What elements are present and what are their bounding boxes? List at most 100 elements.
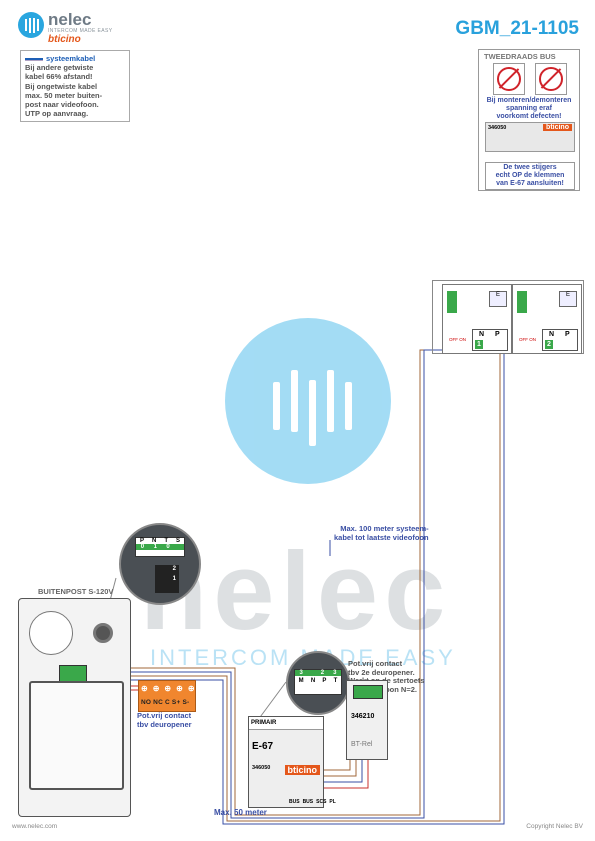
dip-header: N: [310, 678, 316, 684]
terminal-block: [353, 685, 383, 699]
p-label: P: [565, 331, 570, 338]
door-opener-contact-label: Pot.vrij contact tbv deuropener: [137, 711, 192, 729]
cable-note-heading: systeemkabel: [46, 54, 96, 63]
videophone-1: E OFF ON N P 1: [442, 284, 512, 354]
dip-value: 3: [299, 670, 303, 676]
n-value: 2: [545, 340, 553, 349]
distance-door-station: Max. 50 meter: [214, 808, 267, 817]
cable-note-line: Bij ongetwiste kabel: [25, 81, 98, 91]
e67-id: 346050: [252, 765, 271, 771]
nelec-logo-icon: [18, 12, 44, 38]
no-plug-warning-icon: [493, 63, 525, 95]
dip-header: N: [151, 538, 157, 544]
dip-header: S: [175, 538, 180, 544]
cable-note-line: max. 50 meter buiten-: [25, 90, 103, 100]
document-code: GBM_21-1105: [455, 18, 579, 39]
footer-website: www.nelec.com: [12, 823, 58, 830]
terminal-block: [517, 291, 527, 313]
distance-last-videophone: Max. 100 meter systeem- kabel tot laatst…: [334, 524, 429, 542]
camera-icon: [93, 623, 113, 643]
footer-copyright: Copyright Nelec BV: [526, 823, 583, 830]
speaker-icon: [29, 611, 73, 655]
contact-line: Pot.vrij contact: [348, 659, 403, 668]
module-brand: bticino: [543, 124, 572, 131]
door-station-label: BUITENPOST S-120V: [38, 587, 114, 596]
cable-note-line: kabel 66% afstand!: [25, 72, 93, 82]
dip-value: 2: [320, 670, 325, 676]
cable-note-line: Bij andere getwiste: [25, 63, 94, 73]
riser-note-line: De twee stijgers: [503, 164, 557, 171]
dip-value: 0: [166, 544, 170, 550]
two-wire-bus-panel: TWEEDRAADS BUS Bij monteren/demonteren s…: [478, 49, 580, 191]
dip-switch-top: P N T S 0 1 0: [135, 537, 185, 557]
power-warning: Bij monteren/demonteren spanning eraf vo…: [481, 97, 577, 121]
relay-term: C: [164, 699, 170, 706]
cable-line-icon: [25, 57, 43, 61]
cable-note: systeemkabel Bij andere getwiste kabel 6…: [20, 50, 130, 123]
contact-line: tbv deuropener: [137, 719, 192, 729]
distance-line: Max. 100 meter systeem-: [340, 524, 429, 533]
n-value: 1: [475, 340, 483, 349]
e67-name: E-67: [252, 741, 274, 752]
btrel-name: BT-Rel: [351, 741, 373, 748]
e67-term: SCS: [316, 799, 327, 805]
dip-header: T: [333, 678, 338, 684]
relay-term: NO: [141, 699, 152, 706]
dip-value: 0: [140, 544, 145, 550]
dip-header: T: [164, 538, 168, 544]
e67-term: BUS: [289, 799, 300, 805]
warning-line: spanning eraf: [506, 105, 552, 112]
door-station: [18, 598, 131, 817]
terminal-block: [447, 291, 457, 313]
watermark-logo: [225, 318, 391, 484]
contact-line: tbv 2e deuropener.: [348, 667, 415, 677]
jumper-switch: 2 1: [155, 565, 179, 593]
relay-labels: NO NC C S+ S-: [141, 699, 189, 706]
contact-line: Pot.vrij contact: [137, 711, 192, 720]
n-label: N: [549, 331, 555, 338]
videophone-screen: E: [559, 291, 577, 307]
relay-term: S+: [171, 699, 181, 706]
p-label: P: [495, 331, 500, 338]
dip-value: 1: [153, 544, 157, 550]
relay-term: S-: [182, 699, 190, 706]
videophone-screen: E: [489, 291, 507, 307]
cable-note-line: UTP op aanvraag.: [25, 109, 89, 119]
door-station-module: [29, 681, 124, 790]
relay-term: NC: [153, 699, 163, 706]
videophone-2: E OFF ON N P 2: [512, 284, 582, 354]
cable-note-line: post naar videofoon.: [25, 100, 99, 110]
warning-line: voorkomt defecten!: [496, 113, 562, 120]
warning-line: Bij monteren/demonteren: [486, 97, 572, 104]
e67-header: PRIMAIR: [249, 717, 323, 730]
brand-name: nelec: [48, 10, 92, 29]
riser-note: De twee stijgers echt OP de klemmen van …: [485, 162, 575, 190]
e67-term: PL: [329, 799, 336, 805]
off-on-switch: OFF ON: [449, 337, 466, 342]
power-module: 346050 bticino: [485, 122, 575, 152]
riser-note-line: van E-67 aansluiten!: [496, 180, 564, 187]
dip-header: M: [298, 678, 304, 684]
address-switch: N P 2: [542, 329, 578, 351]
module-id: 346050: [488, 125, 507, 131]
distance-line: kabel tot laatste videofoon: [334, 533, 429, 542]
dip-switch-zoom: P N T S 0 1 0 2 1: [119, 523, 201, 605]
btrel-module: 346210 BT-Rel: [346, 680, 388, 760]
address-switch: N P 1: [472, 329, 508, 351]
dip-header: P: [139, 538, 144, 544]
jumper-digit: 1: [172, 576, 176, 582]
dip-header: P: [322, 678, 327, 684]
brand-logo: nelec INTERCOM MADE EASY bticino: [18, 10, 138, 46]
e67-term: BUS: [302, 799, 314, 805]
jumper-digit: 2: [172, 566, 176, 572]
e67-title: PRIMAIR: [251, 720, 277, 726]
relay-terminals: ⊕⊕⊕⊕⊕ NO NC C S+ S-: [138, 680, 196, 712]
e67-brand: bticino: [284, 765, 320, 775]
no-voltage-warning-icon: [535, 63, 567, 95]
bticino-logo: bticino: [48, 34, 81, 45]
brand-tagline: INTERCOM MADE EASY: [48, 28, 113, 34]
